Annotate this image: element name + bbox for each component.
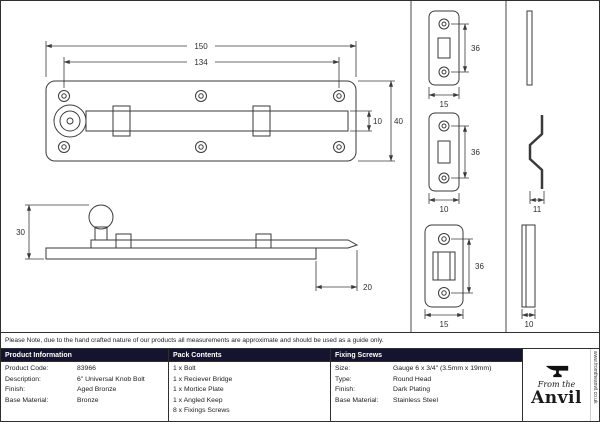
row-label: Size: bbox=[335, 365, 351, 372]
dim-label-tip-length: 20 bbox=[363, 283, 372, 292]
table-row: Finish: Aged Bronze bbox=[1, 385, 168, 396]
row-label: Description: bbox=[5, 375, 41, 383]
mortice-plate-dimension-lines bbox=[428, 23, 469, 99]
row-value: Gauge 6 x 3/4" (3.5mm x 19mm) bbox=[393, 365, 492, 372]
pack-contents-section: Pack Contents 1 x Bolt 1 x Reciever Brid… bbox=[169, 349, 331, 421]
dim-label-mortice-height: 36 bbox=[471, 44, 480, 53]
brand-tagline: From the bbox=[537, 380, 576, 389]
side-view-dimension-lines bbox=[25, 204, 358, 291]
pack-contents-header: Pack Contents bbox=[169, 349, 330, 362]
row-value: Round Head bbox=[393, 375, 432, 383]
receiver-bridge-dimension-lines bbox=[424, 238, 536, 319]
anvil-icon bbox=[545, 365, 568, 378]
fixing-screws-section: Fixing Screws Size: Gauge 6 x 3/4" (3.5m… bbox=[331, 349, 523, 421]
list-item: 1 x Reciever Bridge bbox=[173, 375, 233, 383]
product-information-section: Product Information Product Code: 83966 … bbox=[1, 349, 169, 421]
dim-label-plate-height: 40 bbox=[394, 117, 403, 126]
row-label: Base Material: bbox=[5, 396, 49, 404]
table-row: Finish: Dark Plating bbox=[331, 385, 522, 396]
product-information-header: Product Information bbox=[1, 349, 168, 362]
dim-label-mortice-width: 15 bbox=[440, 100, 449, 109]
row-value: Stainless Steel bbox=[393, 396, 438, 404]
dim-label-bridge-height: 36 bbox=[475, 262, 484, 271]
angled-keep-drawing bbox=[428, 112, 544, 192]
dim-label-bridge-width: 15 bbox=[440, 320, 449, 329]
front-view-dimension-lines bbox=[45, 41, 395, 162]
table-row: Type: Round Head bbox=[331, 375, 522, 386]
table-row: Size: Gauge 6 x 3/4" (3.5mm x 19mm) bbox=[331, 364, 522, 375]
note-bar: Please Note, due to the hand crafted nat… bbox=[1, 332, 599, 349]
technical-drawing-area: 150 134 10 40 30 20 36 15 36 10 11 36 15… bbox=[1, 1, 599, 332]
row-value: Aged Bronze bbox=[77, 386, 117, 393]
dim-label-keep-width: 10 bbox=[440, 205, 449, 214]
note-text: Please Note, due to the hand crafted nat… bbox=[5, 337, 384, 344]
mortice-plate-drawing bbox=[428, 10, 533, 86]
row-label: Finish: bbox=[5, 386, 26, 393]
dim-label-keep-side-width: 11 bbox=[533, 205, 542, 214]
table-row: Description: 6" Universal Knob Bolt bbox=[1, 375, 168, 386]
dim-label-bolt-height: 10 bbox=[373, 117, 382, 126]
row-label: Finish: bbox=[335, 386, 356, 393]
front-view-drawing bbox=[45, 80, 357, 162]
spec-table: Product Information Product Code: 83966 … bbox=[1, 349, 599, 421]
row-value: 83966 bbox=[77, 365, 96, 372]
fixing-screws-header: Fixing Screws bbox=[331, 349, 522, 362]
list-item: 1 x Mortice Plate bbox=[173, 386, 224, 393]
row-label: Product Code: bbox=[5, 365, 49, 372]
table-row: Product Code: 83966 bbox=[1, 364, 168, 375]
brand-name: Anvil bbox=[531, 388, 582, 408]
table-row: Base Material: Bronze bbox=[1, 396, 168, 407]
dim-label-keep-height: 36 bbox=[471, 148, 480, 157]
dim-label-bridge-side-width: 10 bbox=[525, 320, 534, 329]
brand-logo: From the Anvil www.fromtheanvil.co.uk bbox=[523, 349, 599, 421]
dim-label-side-height: 30 bbox=[16, 228, 25, 237]
list-item: 1 x Bolt bbox=[173, 365, 196, 372]
angled-keep-dimension-lines bbox=[428, 125, 545, 204]
receiver-bridge-drawing bbox=[424, 224, 536, 308]
list-item: 8 x Fixings Screws bbox=[173, 407, 230, 414]
row-value: 6" Universal Knob Bolt bbox=[77, 375, 145, 383]
brand-website: www.fromtheanvil.co.uk bbox=[590, 349, 599, 421]
dim-label-front-hole-spacing: 134 bbox=[194, 58, 208, 67]
row-value: Dark Plating bbox=[393, 386, 431, 393]
table-row: Base Material: Stainless Steel bbox=[331, 396, 522, 407]
side-view-drawing bbox=[45, 204, 359, 260]
row-label: Type: bbox=[335, 375, 352, 383]
drawings-svg: 150 134 10 40 30 20 36 15 36 10 11 36 15… bbox=[16, 1, 545, 332]
dim-label-front-width: 150 bbox=[194, 42, 208, 51]
row-label: Base Material: bbox=[335, 396, 379, 404]
row-value: Bronze bbox=[77, 396, 99, 404]
list-item: 1 x Angled Keep bbox=[173, 396, 223, 404]
